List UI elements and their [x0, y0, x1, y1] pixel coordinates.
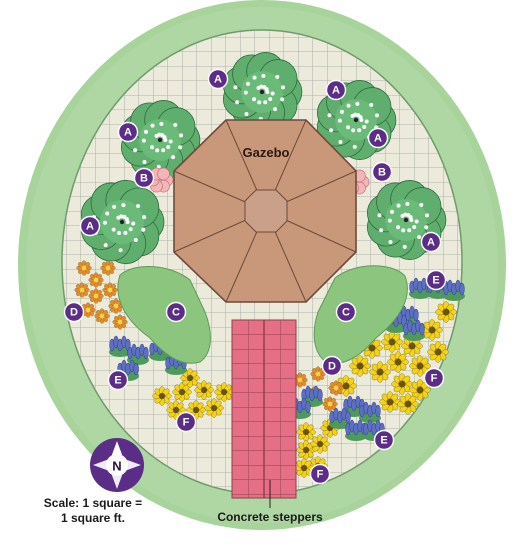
scale-line-1: Scale: 1 square = — [43, 496, 143, 510]
flower — [100, 260, 116, 276]
flower — [387, 351, 409, 373]
shrub — [222, 52, 303, 132]
plant-marker-e: E — [107, 369, 129, 391]
plant-marker-b: B — [371, 161, 393, 183]
compass-letter: N — [112, 459, 121, 474]
flower — [409, 379, 431, 401]
plant-marker-label: D — [328, 361, 336, 373]
flower — [391, 373, 413, 395]
flower — [94, 308, 110, 324]
plant-marker-d: D — [321, 355, 343, 377]
plant-marker-d: D — [63, 301, 85, 323]
flower — [74, 282, 90, 298]
scale-line-2: 1 square ft. — [60, 511, 126, 525]
flower — [152, 386, 172, 406]
plant-marker-a: A — [367, 127, 389, 149]
plant-marker-label: C — [342, 307, 350, 319]
flower — [328, 380, 344, 396]
blue-flower — [443, 279, 465, 301]
plant-marker-label: A — [374, 133, 382, 145]
plant-marker-e: E — [425, 269, 447, 291]
plant-marker-label: E — [432, 275, 439, 287]
plant-marker-label: F — [317, 469, 324, 481]
plant-marker-label: E — [114, 375, 121, 387]
plant-marker-label: B — [378, 167, 386, 179]
plant-marker-a: A — [79, 215, 101, 237]
blue-flower — [301, 385, 323, 407]
plant-marker-label: E — [380, 435, 387, 447]
flower — [194, 380, 214, 400]
flower — [166, 400, 186, 420]
flower — [310, 434, 330, 454]
blue-flower — [359, 401, 381, 423]
flower — [397, 393, 419, 415]
plant-marker-b: B — [133, 167, 155, 189]
flower — [180, 368, 200, 388]
plant-marker-a: A — [420, 231, 442, 253]
plant-marker-f: F — [309, 463, 331, 485]
plant-marker-a: A — [117, 121, 139, 143]
flower — [349, 355, 371, 377]
steppers-label: Concrete steppers — [217, 510, 323, 524]
blue-flower — [127, 343, 149, 365]
flower — [88, 272, 104, 288]
flower — [204, 398, 224, 418]
plant-marker-a: A — [325, 79, 347, 101]
blue-flower — [109, 335, 131, 357]
flower — [427, 341, 449, 363]
flower — [186, 400, 206, 420]
plant-marker-label: A — [332, 85, 340, 97]
flower — [76, 260, 92, 276]
scale-caption: Scale: 1 square = 1 square ft. — [28, 496, 158, 526]
flower — [296, 440, 316, 460]
plant-marker-label: F — [431, 373, 438, 385]
flower — [310, 366, 326, 382]
plant-marker-label: A — [427, 237, 435, 249]
plant-marker-label: D — [70, 307, 78, 319]
plant-marker-a: A — [207, 68, 229, 90]
flower — [296, 422, 316, 442]
shrub — [80, 179, 165, 265]
flower — [435, 301, 457, 323]
flower — [381, 331, 403, 353]
plant-marker-label: F — [183, 417, 190, 429]
flower — [214, 382, 234, 402]
blue-flower — [329, 407, 351, 429]
flower — [88, 288, 104, 304]
plant-marker-label: B — [140, 173, 148, 185]
flower — [421, 319, 443, 341]
plant-marker-label: A — [86, 221, 94, 233]
plant-marker-f: F — [423, 367, 445, 389]
flower — [112, 314, 128, 330]
north-compass: N — [90, 438, 144, 492]
flower — [322, 396, 338, 412]
flower — [369, 361, 391, 383]
mound-left — [117, 265, 211, 364]
flower — [294, 458, 314, 478]
blue-flower — [403, 319, 425, 341]
plant-marker-e: E — [373, 429, 395, 451]
shrub — [366, 180, 447, 260]
plant-marker-c: C — [165, 301, 187, 323]
plant-marker-label: C — [172, 307, 180, 319]
plant-marker-c: C — [335, 301, 357, 323]
plant-marker-label: A — [214, 74, 222, 86]
plant-marker-label: A — [124, 127, 132, 139]
flower — [379, 391, 401, 413]
flower — [102, 282, 118, 298]
plant-marker-f: F — [175, 411, 197, 433]
flower — [409, 355, 431, 377]
gazebo-title: Gazebo — [243, 145, 290, 160]
